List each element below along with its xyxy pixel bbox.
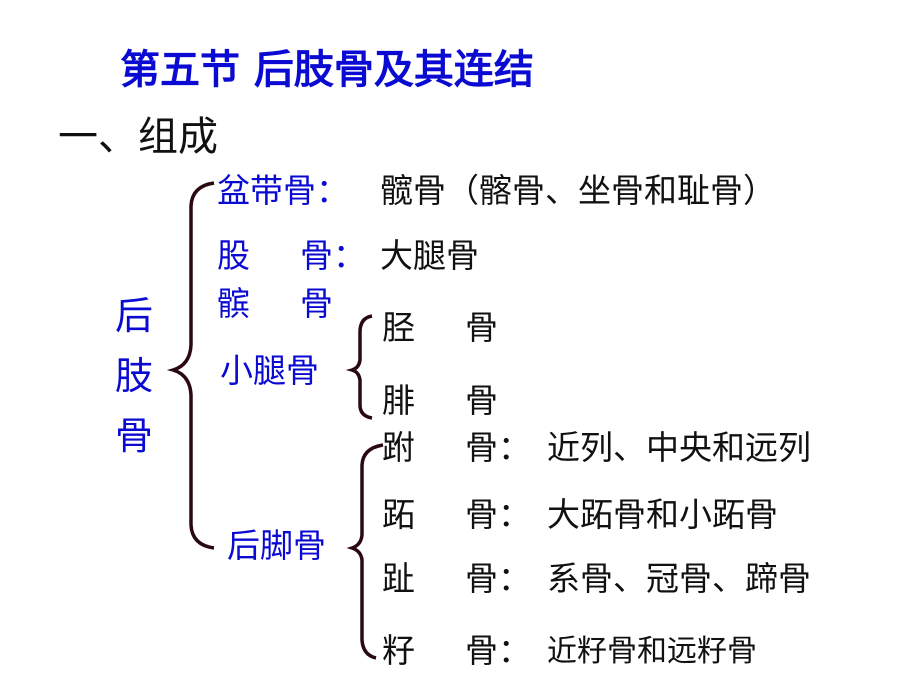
slide-title: 第五节 后肢骨及其连结 <box>120 47 534 93</box>
metatarsal-a: 跖 <box>382 495 415 534</box>
sesamoid-a: 籽 <box>382 631 415 670</box>
femur-label-b: 骨： <box>300 236 366 275</box>
phalanx-value: 系骨、冠骨、蹄骨 <box>547 559 811 598</box>
pelvic-value: 髋骨（髂骨、坐骨和耻骨） <box>380 171 776 210</box>
foot-label: 后脚骨 <box>227 526 326 565</box>
metatarsal-value: 大跖骨和小跖骨 <box>547 495 778 534</box>
root-label: 后肢骨 <box>114 294 153 458</box>
tarsal-value: 近列、中央和远列 <box>547 428 811 467</box>
femur-label-a: 股 <box>217 236 250 275</box>
sesamoid-b: 骨： <box>465 631 531 670</box>
foot-brace <box>346 443 384 660</box>
main-brace <box>166 181 215 550</box>
patella-label-b: 骨 <box>300 284 333 323</box>
phalanx-a: 趾 <box>382 559 415 598</box>
phalanx-b: 骨： <box>465 559 531 598</box>
lower-leg-label: 小腿骨 <box>220 351 319 390</box>
patella-label-a: 髌 <box>217 284 250 323</box>
pelvic-label: 盆带骨： <box>217 171 349 210</box>
lower-leg-brace <box>345 314 373 420</box>
tarsal-b: 骨： <box>465 428 531 467</box>
tibia-a: 胫 <box>382 308 415 347</box>
section-heading: 一、组成 <box>58 114 218 160</box>
fibula-a: 腓 <box>382 381 415 420</box>
sesamoid-value: 近籽骨和远籽骨 <box>547 634 757 669</box>
fibula-b: 骨 <box>465 381 498 420</box>
femur-value: 大腿骨 <box>380 236 479 275</box>
tarsal-a: 跗 <box>382 428 415 467</box>
tibia-b: 骨 <box>465 308 498 347</box>
metatarsal-b: 骨： <box>465 495 531 534</box>
